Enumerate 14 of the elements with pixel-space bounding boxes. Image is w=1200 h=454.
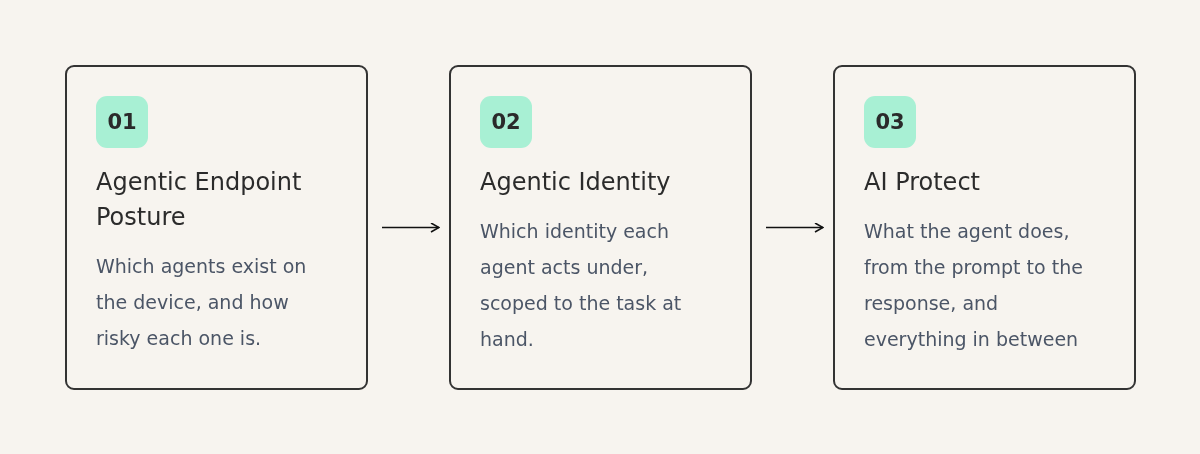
step-title: AI Protect [864, 167, 980, 198]
step-number: 03 [864, 96, 916, 148]
step-title: Agentic Identity [480, 167, 671, 198]
step-description: What the agent does, from the prompt to the response, and everything in between [864, 219, 1084, 352]
step-card [65, 65, 368, 390]
step-card [449, 65, 752, 390]
step-card [833, 65, 1136, 390]
step-description: Which identity each agent acts under, scoped to the task at hand. [480, 219, 683, 352]
arrow [381, 222, 440, 233]
step-number: 01 [96, 96, 148, 148]
arrow [765, 222, 824, 233]
step-number: 02 [480, 96, 532, 148]
step-description: Which agents exist on the device, and how risky each one is. [96, 254, 308, 351]
step-title: Agentic Endpoint Posture [96, 167, 303, 233]
